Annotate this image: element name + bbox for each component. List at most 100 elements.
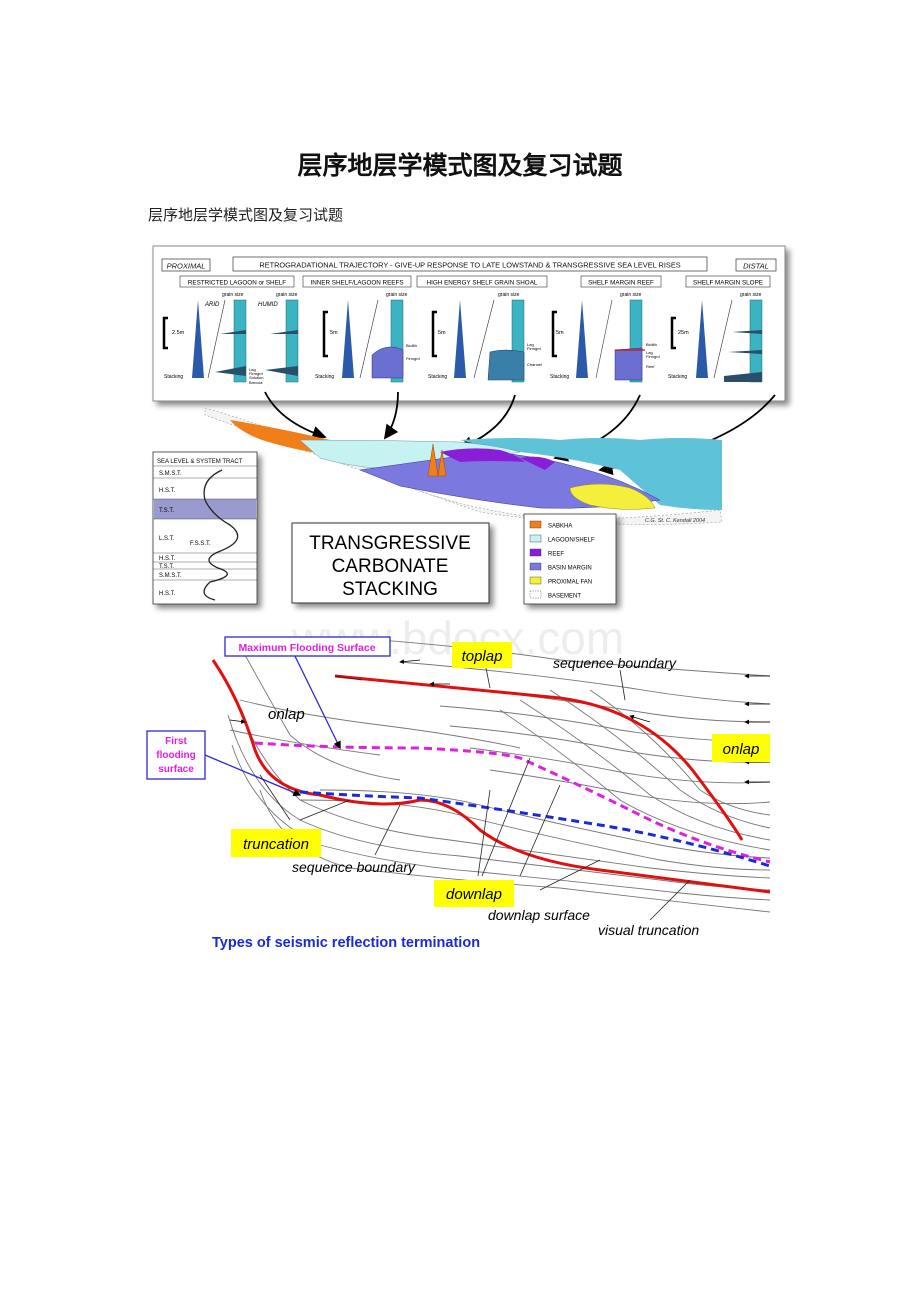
svg-text:SABKHA: SABKHA (548, 524, 572, 530)
orange-marker (427, 443, 447, 477)
panel-restricted-lagoon: ARID HUMID grain size grain size 2.5m St… (162, 292, 299, 385)
credit: C.G. St. C. Kendall 2004 (645, 518, 705, 524)
svg-text:LAGOON/SHELF: LAGOON/SHELF (548, 538, 595, 544)
downlap-surface-label: downlap surface (488, 907, 590, 923)
tract-label: H.S.T. (159, 591, 176, 597)
panel-title: INNER SHELF/LAGOON REEFS (310, 280, 403, 287)
panel-title: SHELF MARGIN SLOPE (693, 280, 763, 287)
header-box (232, 256, 708, 272)
panel-note: HUMID (258, 302, 278, 308)
panel-title: HIGH ENERGY SHELF GRAIN SHOAL (427, 280, 538, 287)
tract-label: T.S.T. (159, 564, 174, 570)
panel-scale: 5m (556, 330, 564, 336)
sequence-boundary-bottom-label: sequence boundary (292, 859, 416, 875)
distal-label: DISTAL (743, 262, 769, 271)
first-flooding-label: surface (158, 764, 194, 775)
tract-label: S.M.S.T. (159, 471, 182, 477)
downlap-label: downlap (446, 886, 502, 903)
panel-scale: 2.5m (172, 330, 185, 336)
mfs-label: Maximum Flooding Surface (238, 642, 375, 654)
panel-grain-shoal: grain size 5m Stacking Lag Firmgrd Chann… (428, 292, 542, 383)
figure-seismic-termination: Maximum Flooding Surface toplap sequence… (146, 636, 771, 951)
svg-text:PROXIMAL FAN: PROXIMAL FAN (548, 580, 592, 586)
panel-titles: RESTRICTED LAGOON or SHELF INNER SHELF/L… (179, 275, 771, 288)
panel-note: grain size (740, 292, 762, 298)
panel-note: Biolith (646, 342, 657, 347)
onlap-right-highlight (712, 734, 770, 762)
figure2-caption: Types of seismic reflection termination (212, 935, 480, 951)
legend-item: SABKHA (529, 520, 572, 530)
truncation-label: truncation (243, 836, 309, 853)
mfs-line (254, 741, 771, 864)
stacking-label-line: CARBONATE (332, 556, 449, 577)
panel-scale: 5m (438, 330, 446, 336)
panel-note: Stacking (428, 374, 447, 380)
stacking-label-line: TRANSGRESSIVE (309, 533, 471, 554)
figure-carbonate-stacking: PROXIMAL RETROGRADATIONAL TRAJECTORY - G… (152, 245, 786, 605)
legend-item: PROXIMAL FAN (529, 576, 592, 586)
panel-note: Firmgrd (249, 371, 263, 376)
panel-note: Stacking (550, 374, 569, 380)
first-flooding-box (146, 730, 206, 780)
svg-text:BASEMENT: BASEMENT (548, 594, 581, 600)
panel-note: Lag (646, 350, 653, 355)
cross-section: C.G. St. C. Kendall 2004 (204, 407, 723, 525)
header-label: RETROGRADATIONAL TRAJECTORY - GIVE-UP RE… (259, 261, 680, 270)
panel-note: Firmgrd (406, 356, 420, 361)
panel-scale: 5m (330, 330, 338, 336)
sea-level-box: SEA LEVEL & SYSTEM TRACT S.M.S.T. H.S.T.… (152, 451, 258, 605)
document-subtitle: 层序地层学模式图及复习试题 (148, 206, 344, 224)
sea-level-title: SEA LEVEL & SYSTEM TRACT (157, 459, 243, 465)
mfs-box (224, 636, 391, 657)
panel-note: Lag (527, 342, 534, 347)
truncation-highlight (231, 829, 321, 857)
panel-title: RESTRICTED LAGOON or SHELF (188, 280, 286, 287)
panel-note: Breccia (249, 380, 263, 385)
panel-note: Reef (646, 364, 655, 369)
stacking-label-box: TRANSGRESSIVE CARBONATE STACKING (291, 522, 490, 604)
panel-shelf-margin-reef: grain size 5m Stacking Biolith Lag Firmg… (550, 292, 660, 383)
tract-label: S.M.S.T. (159, 573, 182, 579)
visual-truncation-label: visual truncation (598, 922, 699, 938)
panel-note: grain size (386, 292, 408, 298)
svg-text:REEF: REEF (548, 552, 564, 558)
panel-note: grain size (276, 292, 298, 298)
first-flooding-label: flooding (156, 750, 195, 761)
tract-label: F.S.S.T. (190, 541, 211, 547)
panel-note: Biolith (406, 343, 417, 348)
legend-item: LAGOON/SHELF (529, 534, 595, 544)
panel-scale: 25m (678, 330, 689, 336)
downlap-highlight (434, 880, 514, 907)
ffs-line (299, 790, 771, 868)
tract-label: H.S.T. (159, 488, 176, 494)
panel-note: grain size (222, 292, 244, 298)
panel-note: Stacking (668, 374, 687, 380)
stacking-label-line: STACKING (342, 579, 438, 600)
panel-note: grain size (620, 292, 642, 298)
toplap-highlight (452, 642, 512, 668)
svg-text:BASIN MARGIN: BASIN MARGIN (548, 566, 592, 572)
first-flooding-label: First (165, 736, 187, 747)
panel-note: grain size (498, 292, 520, 298)
panel-note: Stacking (315, 374, 334, 380)
top-panel (152, 245, 786, 402)
pointer-lines (204, 649, 691, 921)
tract-label: T.S.T. (159, 508, 174, 514)
reflectors (227, 639, 771, 913)
legend-item: REEF (529, 548, 564, 558)
panel-note: Firmgrd (646, 354, 660, 359)
proximal-box (161, 258, 211, 272)
panel-note: ARID (204, 302, 220, 308)
toplap-label: toplap (462, 648, 503, 665)
legend-item: BASIN MARGIN (529, 562, 592, 572)
panel-note: Lag (249, 367, 256, 372)
tract-label: L.S.T. (159, 536, 175, 542)
distal-box (735, 258, 777, 272)
panel-note: Solution (249, 375, 263, 380)
sea (460, 438, 722, 510)
proximal-fan (569, 483, 656, 510)
proximal-label: PROXIMAL (167, 262, 206, 271)
document-title: 层序地层学模式图及复习试题 (297, 151, 623, 180)
reef (440, 448, 555, 470)
